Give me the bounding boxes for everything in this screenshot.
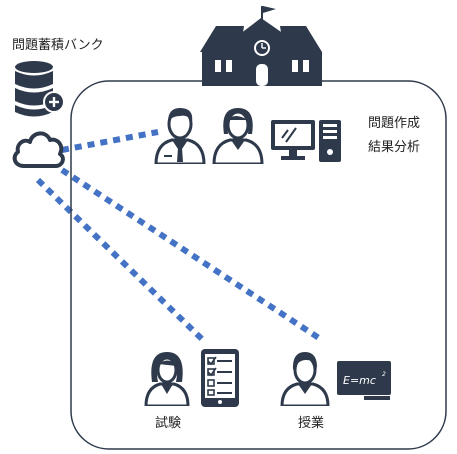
svg-text:2: 2 (382, 371, 386, 378)
female-teacher-icon (212, 104, 264, 164)
lesson-label: 授業 (298, 416, 325, 431)
school-icon (200, 4, 322, 86)
male-student-icon (280, 348, 330, 406)
female-student-icon (144, 348, 190, 406)
male-teacher-icon (154, 104, 206, 164)
question-bank-label: 問題蓄積バンク (12, 38, 104, 53)
analysis-label: 結果分析 (368, 140, 421, 155)
pc-tower-icon (318, 118, 342, 164)
database-add-icon (14, 60, 68, 122)
link-cloud-teachers (61, 129, 159, 153)
monitor-icon (270, 118, 316, 162)
tablet-checklist-icon (200, 348, 240, 408)
create-label: 問題作成 (368, 116, 421, 131)
blackboard-icon: E=mc 2 (336, 360, 392, 402)
cloud-icon (10, 126, 66, 172)
formula-text: E=mc (343, 374, 376, 387)
exam-label: 試験 (155, 416, 182, 431)
